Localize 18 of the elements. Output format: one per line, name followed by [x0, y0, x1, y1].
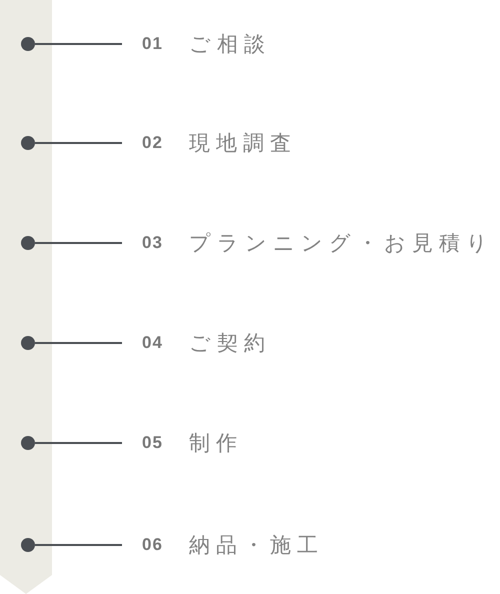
- step-number: 04: [142, 333, 163, 353]
- step-number: 02: [142, 133, 163, 153]
- step-title: プランニング・お見積り: [188, 231, 494, 257]
- connector-line: [35, 142, 122, 144]
- step-number: 01: [142, 34, 163, 54]
- connector-line: [35, 442, 122, 444]
- step-title: 納品・施工: [188, 533, 324, 559]
- step-number: 05: [142, 433, 163, 453]
- step-title: 現地調査: [188, 131, 297, 157]
- connector-line: [35, 242, 122, 244]
- connector-line: [35, 43, 122, 45]
- step-title: ご契約: [188, 331, 271, 357]
- step-number: 03: [142, 233, 163, 253]
- connector-line: [35, 544, 122, 546]
- step-title: ご相談: [188, 32, 271, 58]
- step-title: 制作: [188, 431, 243, 457]
- step-number: 06: [142, 535, 163, 555]
- connector-line: [35, 342, 122, 344]
